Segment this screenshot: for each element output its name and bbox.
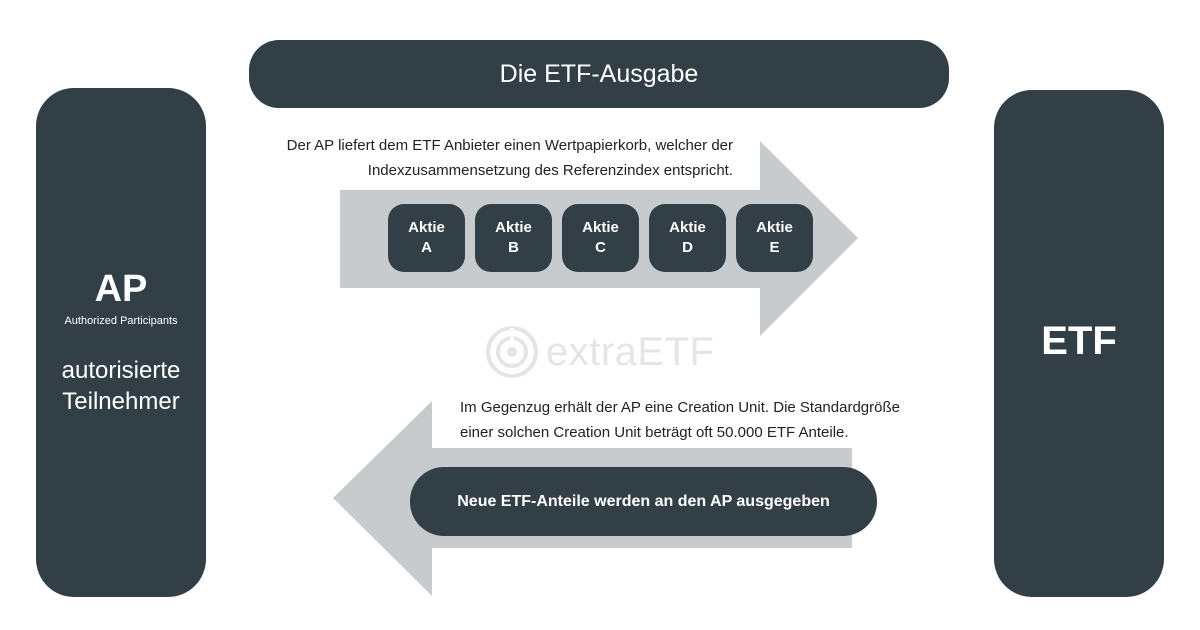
ap-title: AP <box>94 267 148 310</box>
stock-box-a: Aktie A <box>388 204 465 272</box>
watermark: extraETF <box>486 326 714 378</box>
bottom-flow-description: Im Gegenzug erhält der AP eine Creation … <box>460 395 900 445</box>
stock-letter: C <box>595 239 606 256</box>
stock-letter: B <box>508 239 519 256</box>
stock-box-e: Aktie E <box>736 204 813 272</box>
watermark-text: extraETF <box>546 329 715 374</box>
stock-box-b: Aktie B <box>475 204 552 272</box>
ap-german-line1: autorisierte <box>61 356 181 384</box>
stock-label: Aktie <box>408 219 445 236</box>
stock-label: Aktie <box>582 219 619 236</box>
stock-label: Aktie <box>756 219 793 236</box>
bottom-flow-line1: Im Gegenzug erhält der AP eine Creation … <box>460 399 900 416</box>
stock-box-d: Aktie D <box>649 204 726 272</box>
stock-letter: D <box>682 239 693 256</box>
stock-label: Aktie <box>669 219 706 236</box>
top-flow-description: Der AP liefert dem ETF Anbieter einen We… <box>270 133 733 183</box>
etf-title: ETF <box>1041 319 1117 363</box>
ap-german-label: autorisierte Teilnehmer <box>62 355 181 417</box>
ap-german-line2: Teilnehmer <box>62 387 180 415</box>
etf-panel: ETF <box>994 90 1164 597</box>
watermark-logo-icon <box>486 326 538 378</box>
etf-shares-issued-pill: Neue ETF-Anteile werden an den AP ausgeg… <box>410 467 877 536</box>
ap-panel: AP Authorized Participants autorisierte … <box>36 88 206 597</box>
top-flow-line1: Der AP liefert dem ETF Anbieter einen We… <box>286 137 733 154</box>
ap-subtitle: Authorized Participants <box>64 314 178 327</box>
top-flow-line2: Indexzusammensetzung des Referenzindex e… <box>367 162 733 179</box>
diagram-title: Die ETF-Ausgabe <box>249 40 949 108</box>
stock-letter: A <box>421 239 432 256</box>
stock-letter: E <box>769 239 780 256</box>
stock-box-c: Aktie C <box>562 204 639 272</box>
stock-label: Aktie <box>495 219 532 236</box>
bottom-flow-line2: einer solchen Creation Unit beträgt oft … <box>460 424 849 441</box>
